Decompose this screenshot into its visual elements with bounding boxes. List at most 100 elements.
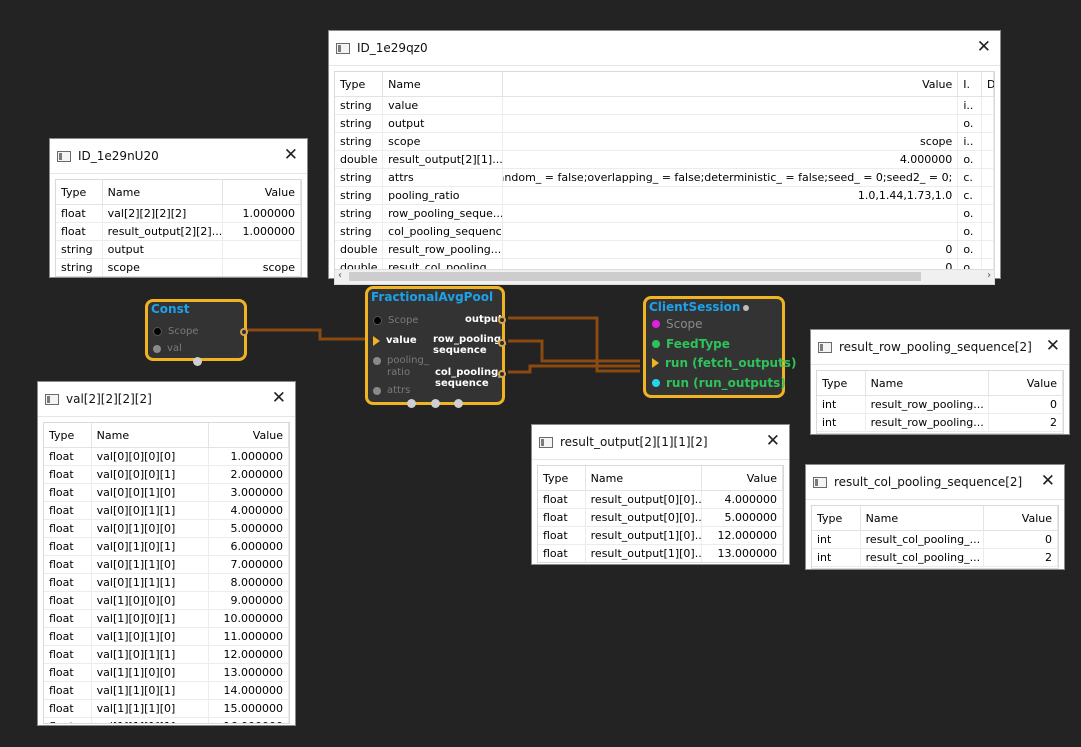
table-row[interactable]: floatresult_output[1][0]...13.000000 — [538, 545, 783, 563]
table-row[interactable]: floatresult_output[0][0]...5.000000 — [538, 509, 783, 527]
table-row[interactable]: floatval[1][0][1][1]12.000000 — [44, 646, 289, 664]
const-node[interactable]: Const Scope val — [145, 299, 247, 361]
pin-scope[interactable]: Scope — [153, 326, 198, 337]
col-name-header[interactable]: Name — [92, 423, 209, 447]
col-value-header[interactable]: Value — [989, 371, 1063, 395]
pin-run-fetch-outputs[interactable]: run (fetch_outputs) — [652, 356, 796, 370]
horizontal-scrollbar[interactable]: ‹ › — [335, 269, 994, 284]
node-handle-icon[interactable] — [193, 357, 202, 366]
table-row[interactable]: stringscopescopei.. — [335, 133, 994, 151]
table-row[interactable]: floatval[1][1][0][0]13.000000 — [44, 664, 289, 682]
col-name-header[interactable]: Name — [586, 466, 702, 490]
col-name-header[interactable]: Name — [383, 72, 502, 96]
pin-value[interactable]: value — [373, 335, 417, 346]
pin-run-run-outputs[interactable]: run (run_outputs) — [652, 376, 786, 390]
properties-window-row-pooling[interactable]: result_row_pooling_sequence[2] ✕ Type Na… — [810, 329, 1070, 435]
window-titlebar[interactable]: val[2][2][2][2] ✕ — [38, 382, 295, 417]
table-row[interactable]: floatval[0][0][1][1]4.000000 — [44, 502, 289, 520]
table-row[interactable]: intresult_row_pooling...0 — [817, 396, 1063, 414]
col-value-header[interactable]: Value — [209, 423, 289, 447]
output-pin-icon[interactable] — [498, 370, 506, 378]
col-name-header[interactable]: Name — [103, 180, 223, 204]
table-row[interactable]: intresult_row_pooling...2 — [817, 414, 1063, 432]
col-value-header[interactable]: Value — [503, 72, 959, 96]
properties-window-const[interactable]: ID_1e29nU20 ✕ Type Name Value floatval[2… — [49, 138, 308, 278]
pin-attrs[interactable]: attrs — [373, 385, 410, 396]
pin-pooling-ratio[interactable]: pooling_ ratio — [373, 355, 429, 379]
close-icon[interactable]: ✕ — [977, 37, 991, 57]
table-row[interactable]: stringpooling_ratio1.0,1.44,1.73,1.0c. — [335, 187, 994, 205]
close-icon[interactable]: ✕ — [272, 388, 286, 408]
table-row[interactable]: stringscopescope — [56, 259, 301, 277]
pin-scope[interactable]: Scope — [373, 315, 418, 326]
scroll-right-icon[interactable]: › — [987, 270, 991, 281]
node-handle-icon[interactable] — [407, 399, 416, 408]
col-type-header[interactable]: Type — [812, 506, 861, 530]
col-value-header[interactable]: Value — [223, 180, 301, 204]
table-row[interactable]: floatresult_output[2][2]...1.000000 — [56, 223, 301, 241]
col-value-header[interactable]: Value — [984, 506, 1058, 530]
table-row[interactable]: floatval[0][0][0][1]2.000000 — [44, 466, 289, 484]
table-row[interactable]: floatval[0][1][1][0]7.000000 — [44, 556, 289, 574]
col-type-header[interactable]: Type — [44, 423, 92, 447]
table-row[interactable]: stringoutput — [56, 241, 301, 259]
col-type-header[interactable]: Type — [538, 466, 586, 490]
col-type-header[interactable]: Type — [335, 72, 383, 96]
table-row[interactable]: floatval[1][1][0][1]14.000000 — [44, 682, 289, 700]
node-handle-icon[interactable] — [431, 399, 440, 408]
close-icon[interactable]: ✕ — [766, 431, 780, 451]
table-row[interactable]: stringattrspseudo_random_ = false;overla… — [335, 169, 994, 187]
table-row[interactable]: floatval[0][0][0][0]1.000000 — [44, 448, 289, 466]
pin-feedtype[interactable]: FeedType — [652, 337, 730, 351]
window-titlebar[interactable]: ID_1e29qz0 ✕ — [329, 31, 1000, 66]
table-row[interactable]: floatval[0][1][0][1]6.000000 — [44, 538, 289, 556]
window-titlebar[interactable]: result_output[2][1][1][2] ✕ — [532, 425, 789, 460]
pin-val[interactable]: val — [153, 343, 182, 354]
table-row[interactable]: stringcol_pooling_sequenceo. — [335, 223, 994, 241]
col-name-header[interactable]: Name — [861, 506, 984, 530]
table-row[interactable]: intresult_col_pooling_...2 — [812, 549, 1058, 567]
client-session-node[interactable]: ClientSession Scope FeedType run (fetch_… — [643, 296, 785, 398]
output-pin-icon[interactable] — [498, 316, 506, 324]
pin-row-pooling-sequence[interactable]: row_pooling_ sequence — [433, 334, 506, 356]
table-row[interactable]: floatval[1][1][1][0]15.000000 — [44, 700, 289, 718]
close-icon[interactable]: ✕ — [1046, 336, 1060, 356]
table-row[interactable]: floatval[0][1][1][1]8.000000 — [44, 574, 289, 592]
scroll-left-icon[interactable]: ‹ — [338, 270, 342, 281]
col-type-header[interactable]: Type — [56, 180, 103, 204]
table-row[interactable]: doubleresult_row_pooling...0o. — [335, 241, 994, 259]
table-row[interactable]: floatval[1][0][0][1]10.000000 — [44, 610, 289, 628]
close-icon[interactable]: ✕ — [284, 145, 298, 165]
output-pin-icon[interactable] — [240, 328, 248, 336]
window-titlebar[interactable]: result_row_pooling_sequence[2] ✕ — [811, 330, 1069, 365]
table-row[interactable]: stringoutputo. — [335, 115, 994, 133]
properties-window-col-pooling[interactable]: result_col_pooling_sequence[2] ✕ Type Na… — [805, 464, 1065, 570]
col-type-header[interactable]: Type — [817, 371, 866, 395]
table-row[interactable]: intresult_col_pooling_...0 — [812, 531, 1058, 549]
table-row[interactable]: floatval[0][0][1][0]3.000000 — [44, 484, 289, 502]
col-name-header[interactable]: Name — [866, 371, 989, 395]
table-row[interactable]: floatresult_output[0][0]...4.000000 — [538, 491, 783, 509]
properties-window-val[interactable]: val[2][2][2][2] ✕ Type Name Value floatv… — [37, 381, 296, 726]
close-icon[interactable]: ✕ — [1041, 471, 1055, 491]
output-pin-icon[interactable] — [498, 339, 506, 347]
table-row[interactable]: floatval[1][0][1][0]11.000000 — [44, 628, 289, 646]
pin-scope[interactable]: Scope — [652, 317, 703, 331]
fractional-avg-pool-node[interactable]: FractionalAvgPool Scope value pooling_ r… — [365, 286, 505, 405]
scrollbar-thumb[interactable] — [349, 272, 921, 281]
col-i-header[interactable]: I. — [958, 72, 982, 96]
node-handle-icon[interactable] — [454, 399, 463, 408]
table-row[interactable]: stringrow_pooling_seque...o. — [335, 205, 994, 223]
table-row[interactable]: floatresult_output[1][0]...12.000000 — [538, 527, 783, 545]
table-row[interactable]: stringvaluei.. — [335, 97, 994, 115]
properties-window-main[interactable]: ID_1e29qz0 ✕ Type Name Value I. D string… — [328, 30, 1001, 279]
table-row[interactable]: floatval[2][2][2][2]1.000000 — [56, 205, 301, 223]
table-row[interactable]: floatval[0][1][0][0]5.000000 — [44, 520, 289, 538]
col-value-header[interactable]: Value — [702, 466, 783, 490]
pin-col-pooling-sequence[interactable]: col_pooling_ sequence — [435, 367, 503, 389]
properties-window-result-output[interactable]: result_output[2][1][1][2] ✕ Type Name Va… — [531, 424, 790, 565]
col-d-header[interactable]: D — [982, 72, 994, 96]
table-row[interactable]: floatval[1][0][0][0]9.000000 — [44, 592, 289, 610]
window-titlebar[interactable]: result_col_pooling_sequence[2] ✕ — [806, 465, 1064, 500]
table-row[interactable]: doubleresult_output[2][1]...4.000000o. — [335, 151, 994, 169]
